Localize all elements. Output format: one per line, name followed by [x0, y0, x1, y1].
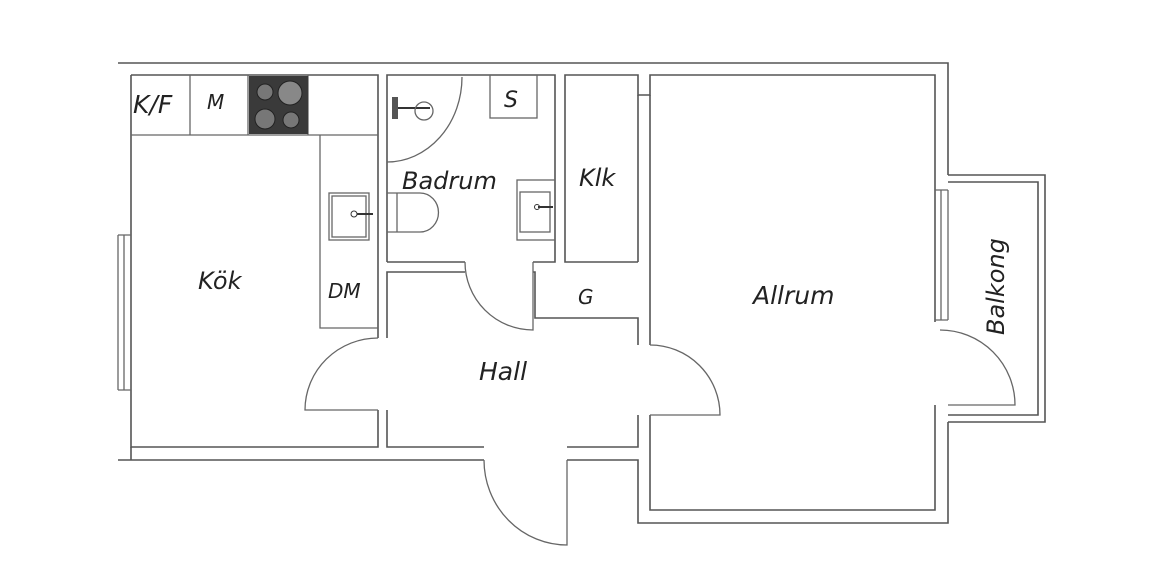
outer-walls: [118, 62, 949, 524]
label-storage: S: [504, 88, 518, 113]
kitchen-sink-icon: [328, 192, 373, 241]
doors: [304, 261, 1016, 546]
label-hall: Hall: [479, 357, 527, 386]
balcony: [934, 174, 1046, 423]
living-room-door: [649, 344, 721, 416]
label-kitchen: Kök: [198, 267, 243, 295]
bathroom-fixtures: [386, 74, 556, 241]
living-room-window: [934, 189, 949, 321]
entrance-door: [483, 459, 568, 546]
kitchen-window: [117, 234, 132, 391]
label-bathroom: Badrum: [402, 167, 497, 195]
label-balcony: Balkong: [982, 238, 1010, 335]
shower-arc-icon: [386, 76, 463, 163]
kitchen-counter: [131, 75, 378, 329]
storage-box: [489, 74, 538, 119]
bathroom-door: [464, 261, 534, 331]
bathroom-sink-icon: [516, 179, 556, 241]
label-dishwasher: DM: [328, 279, 361, 303]
label-wardrobe: G: [578, 285, 594, 309]
label-microwave: M: [207, 90, 224, 114]
label-closet: Klk: [579, 164, 616, 192]
kitchen-door: [304, 337, 379, 411]
label-living-room: Allrum: [751, 281, 834, 310]
toilet-icon: [387, 192, 440, 233]
label-fridge-freezer: K/F: [133, 90, 173, 119]
balcony-door: [939, 329, 1016, 406]
